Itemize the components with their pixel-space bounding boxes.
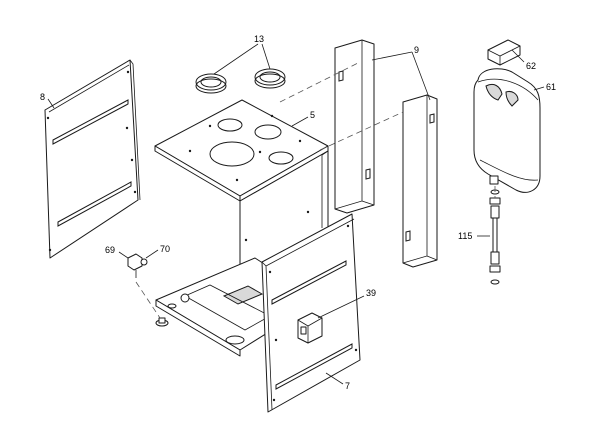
callout-70: 70 bbox=[160, 244, 170, 254]
part-62-bracket bbox=[487, 39, 521, 66]
callout-39: 39 bbox=[366, 288, 376, 298]
callout-13: 13 bbox=[254, 34, 264, 44]
callout-115: 115 bbox=[458, 231, 472, 241]
part-61-expansion-vessel bbox=[473, 68, 541, 193]
part-115-hose bbox=[489, 189, 501, 285]
part-8-side-panel bbox=[44, 59, 141, 259]
assembly-lines bbox=[135, 61, 496, 319]
callout-61: 61 bbox=[546, 82, 556, 92]
callout-8: 8 bbox=[40, 92, 45, 102]
part-13-grommets bbox=[195, 68, 286, 94]
callout-5: 5 bbox=[310, 110, 315, 120]
callout-62: 62 bbox=[526, 61, 536, 71]
part-9-brackets bbox=[334, 39, 438, 268]
callout-9: 9 bbox=[414, 45, 419, 55]
leader-lines bbox=[47, 43, 545, 385]
callout-7: 7 bbox=[345, 381, 350, 391]
part-69-70-fitting bbox=[127, 253, 169, 327]
callout-69: 69 bbox=[105, 245, 115, 255]
part-39-component bbox=[297, 312, 323, 344]
callout-labels: 13 9 62 8 5 61 69 70 115 39 7 bbox=[40, 34, 556, 391]
